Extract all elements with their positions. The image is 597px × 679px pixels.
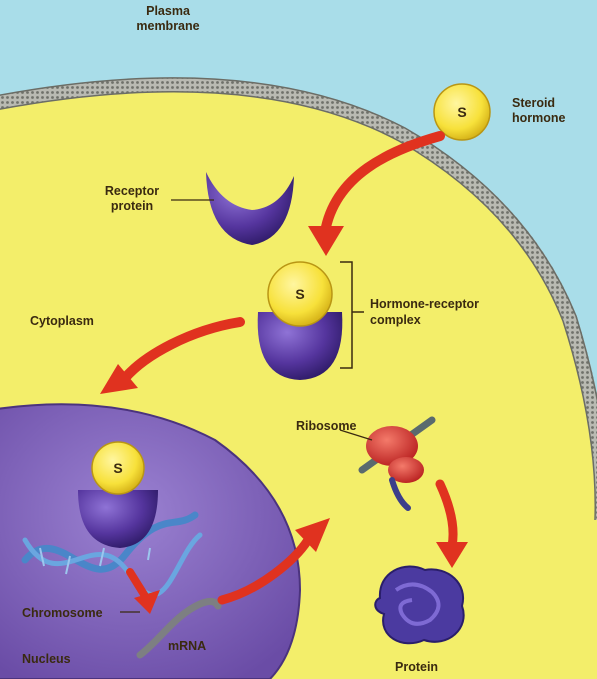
label-protein: Protein bbox=[395, 660, 438, 674]
label-complex-line2: complex bbox=[370, 313, 421, 327]
protein bbox=[375, 566, 463, 643]
label-chromosome: Chromosome bbox=[22, 606, 103, 620]
label-cytoplasm: Cytoplasm bbox=[30, 314, 94, 328]
nuclear-hormone-symbol: S bbox=[113, 460, 122, 476]
label-plasma-line1: Plasma bbox=[146, 4, 191, 18]
label-mrna: mRNA bbox=[168, 639, 206, 653]
steroid-hormone-symbol: S bbox=[457, 104, 466, 120]
complex-hormone-symbol: S bbox=[295, 286, 304, 302]
label-steroid-line1: Steroid bbox=[512, 96, 555, 110]
label-ribosome: Ribosome bbox=[296, 419, 356, 433]
label-plasma-line2: membrane bbox=[136, 19, 199, 33]
label-steroid-line2: hormone bbox=[512, 111, 566, 125]
label-receptor-line1: Receptor bbox=[105, 184, 159, 198]
label-complex-line1: Hormone-receptor bbox=[370, 297, 479, 311]
label-receptor-line2: protein bbox=[111, 199, 153, 213]
label-nucleus: Nucleus bbox=[22, 652, 71, 666]
steroid-hormone: S bbox=[434, 84, 490, 140]
